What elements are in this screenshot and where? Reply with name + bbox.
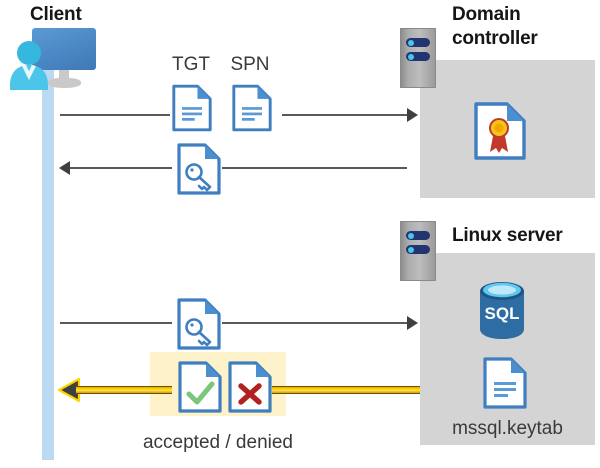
message-4-line-left bbox=[76, 386, 172, 394]
user-monitor-icon bbox=[8, 28, 100, 90]
service-ticket-document-icon bbox=[177, 298, 221, 350]
message-4-line-right bbox=[272, 386, 420, 394]
person-avatar bbox=[10, 41, 48, 90]
keytab-document-icon bbox=[483, 357, 527, 409]
denied-document-icon bbox=[228, 361, 272, 413]
monitor-neck bbox=[59, 70, 69, 80]
client-lifeline bbox=[42, 70, 54, 460]
message-3-arrowhead bbox=[407, 316, 418, 330]
server-led-1 bbox=[406, 231, 430, 240]
message-1-line-right bbox=[282, 114, 407, 116]
message-2-line-left bbox=[70, 167, 172, 169]
message-3-line-right bbox=[222, 322, 407, 324]
accepted-document-icon bbox=[178, 361, 222, 413]
message-1-line-left bbox=[60, 114, 170, 116]
svg-text:SQL: SQL bbox=[485, 304, 520, 323]
message-1-arrowhead bbox=[407, 108, 418, 122]
domain-controller-label-line1: Domain bbox=[452, 4, 521, 25]
message-2-line-right bbox=[222, 167, 407, 169]
result-caption: accepted / denied bbox=[142, 432, 293, 453]
message-3-line-left bbox=[60, 322, 172, 324]
service-ticket-document-icon bbox=[177, 143, 221, 195]
sql-database-icon: SQL bbox=[480, 282, 524, 339]
spn-label: SPN bbox=[230, 54, 270, 75]
linux-server-server-icon bbox=[400, 221, 436, 281]
certificate-icon bbox=[474, 102, 526, 160]
keytab-filename-label: mssql.keytab bbox=[452, 418, 563, 439]
domain-controller-server-icon bbox=[400, 28, 436, 88]
server-led-2 bbox=[406, 52, 430, 61]
client-label: Client bbox=[30, 4, 82, 25]
message-2-arrowhead bbox=[59, 161, 70, 175]
linux-server-label: Linux server bbox=[452, 225, 563, 246]
tgt-label: TGT bbox=[172, 54, 210, 75]
monitor-base bbox=[48, 78, 81, 88]
server-led-2 bbox=[406, 245, 430, 254]
spn-document-icon bbox=[232, 84, 272, 132]
tgt-document-icon bbox=[172, 84, 212, 132]
server-led-1 bbox=[406, 38, 430, 47]
key-glyph bbox=[185, 318, 212, 347]
monitor-screen bbox=[32, 28, 96, 70]
key-glyph bbox=[185, 163, 212, 192]
domain-controller-label-line2: controller bbox=[452, 28, 538, 49]
